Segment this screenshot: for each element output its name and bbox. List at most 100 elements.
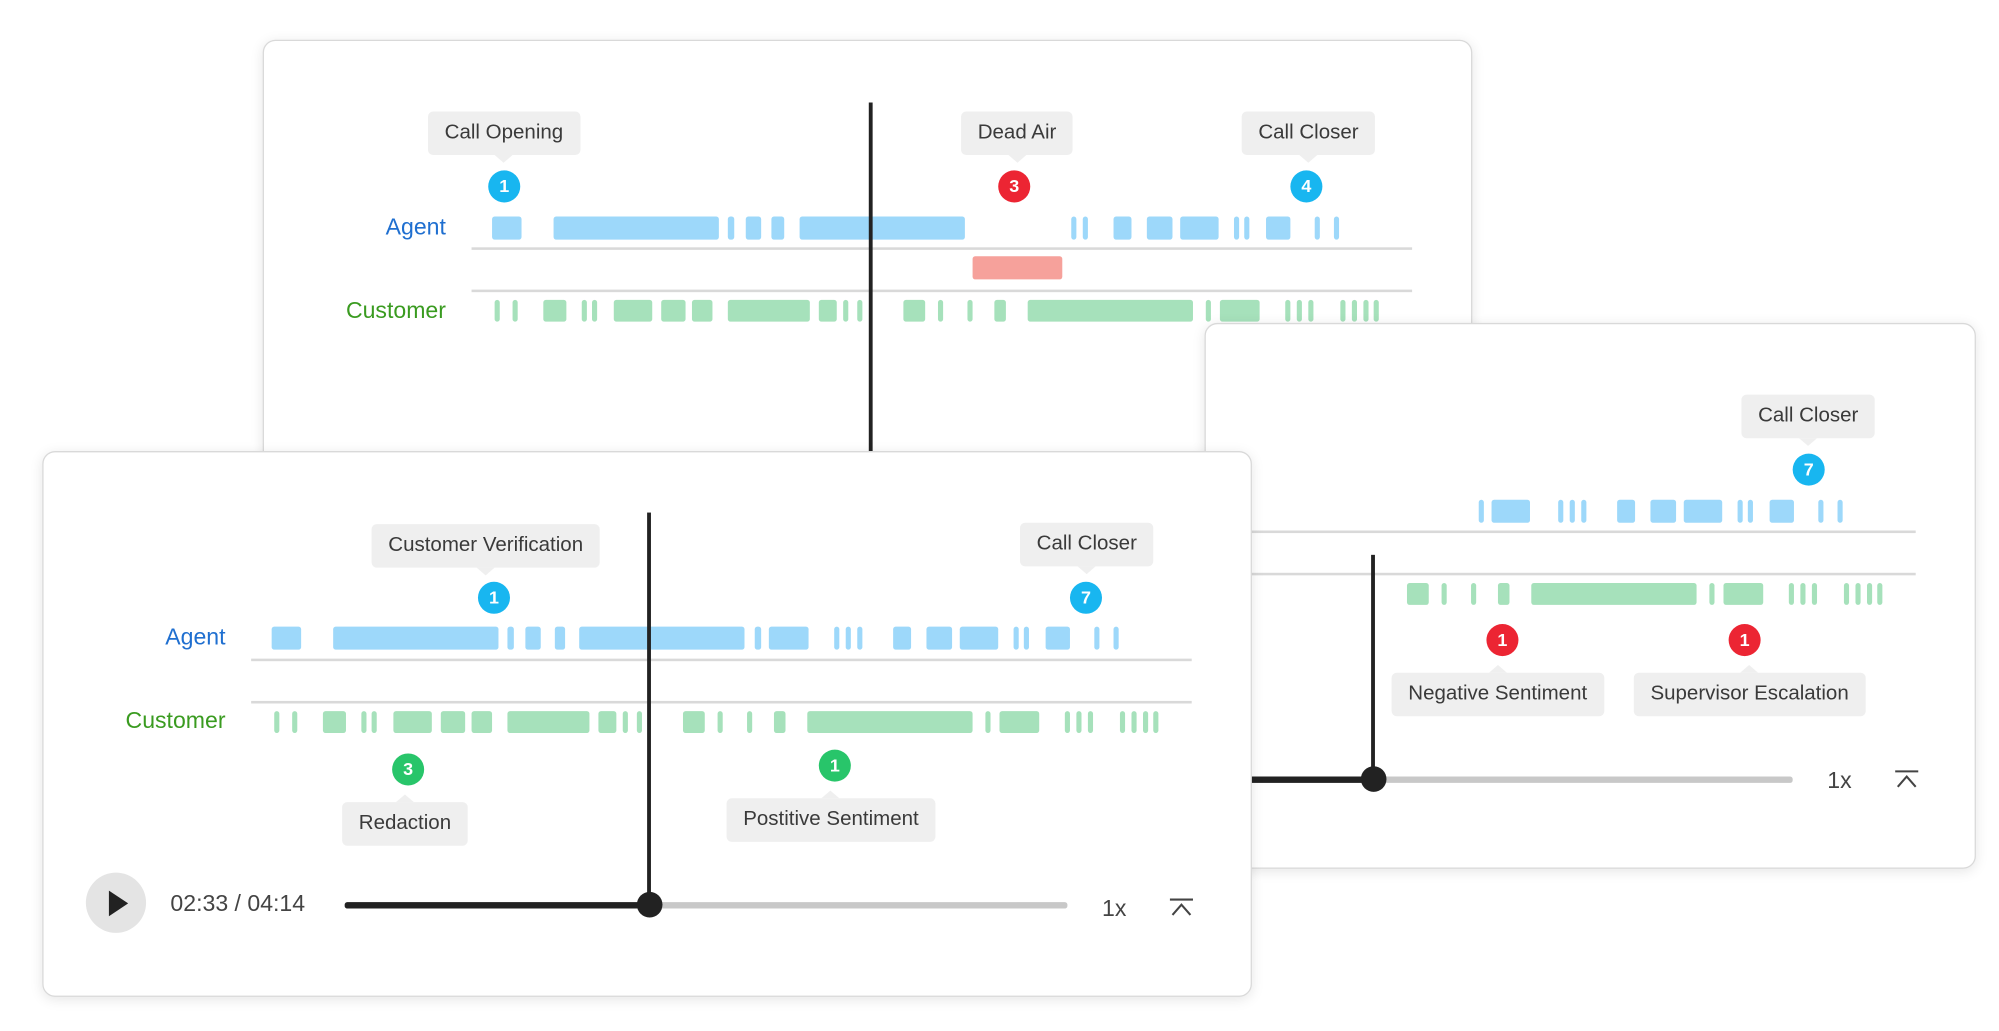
playhead-line[interactable]	[647, 512, 651, 906]
customer-speech-segment[interactable]	[1843, 583, 1850, 605]
agent-speech-segment[interactable]	[1266, 216, 1291, 240]
play-button[interactable]	[85, 872, 147, 933]
customer-speech-segment[interactable]	[773, 711, 786, 733]
customer-speech-segment[interactable]	[661, 299, 686, 322]
event-count-badge-call-closer[interactable]: 7	[1069, 581, 1103, 614]
agent-speech-segment[interactable]	[1558, 499, 1564, 523]
agent-speech-segment[interactable]	[745, 216, 762, 240]
customer-speech-segment[interactable]	[543, 299, 567, 322]
agent-speech-segment[interactable]	[926, 626, 953, 650]
agent-speech-segment[interactable]	[1747, 499, 1753, 523]
customer-speech-segment[interactable]	[937, 299, 944, 322]
agent-speech-segment[interactable]	[799, 216, 965, 240]
customer-speech-segment[interactable]	[598, 711, 617, 733]
customer-speech-segment[interactable]	[1219, 299, 1260, 322]
agent-speech-segment[interactable]	[1071, 216, 1077, 240]
agent-speech-segment[interactable]	[1314, 216, 1320, 240]
agent-speech-segment[interactable]	[834, 626, 840, 650]
agent-speech-segment[interactable]	[771, 216, 785, 240]
customer-speech-segment[interactable]	[393, 711, 432, 733]
agent-speech-segment[interactable]	[727, 216, 735, 240]
agent-speech-segment[interactable]	[1233, 216, 1240, 240]
customer-speech-segment[interactable]	[622, 711, 628, 733]
agent-speech-segment[interactable]	[768, 626, 809, 650]
agent-speech-segment[interactable]	[1333, 216, 1340, 240]
customer-speech-segment[interactable]	[1131, 711, 1137, 733]
customer-speech-segment[interactable]	[440, 711, 466, 733]
agent-speech-segment[interactable]	[1818, 499, 1824, 523]
customer-speech-segment[interactable]	[1441, 583, 1447, 605]
customer-speech-segment[interactable]	[1497, 583, 1510, 605]
event-count-badge-dead-air[interactable]: 3	[998, 170, 1031, 203]
customer-speech-segment[interactable]	[274, 711, 280, 733]
customer-speech-segment[interactable]	[1308, 299, 1314, 322]
event-label-call-closer[interactable]: Call Closer	[1241, 111, 1376, 163]
customer-speech-segment[interactable]	[636, 711, 642, 733]
agent-speech-segment[interactable]	[1180, 216, 1219, 240]
agent-speech-segment[interactable]	[1837, 499, 1843, 523]
customer-speech-segment[interactable]	[1811, 583, 1818, 605]
agent-speech-segment[interactable]	[1581, 499, 1587, 523]
customer-speech-segment[interactable]	[1531, 583, 1697, 605]
agent-speech-segment[interactable]	[1023, 626, 1029, 650]
customer-speech-segment[interactable]	[494, 299, 500, 322]
collapse-icon[interactable]	[1894, 769, 1920, 792]
event-label-call-opening[interactable]: Call Opening	[427, 111, 580, 163]
agent-speech-segment[interactable]	[1045, 626, 1070, 650]
event-label-call-closer[interactable]: Call Closer	[1019, 522, 1154, 575]
playhead-line[interactable]	[868, 102, 873, 462]
customer-speech-segment[interactable]	[843, 299, 849, 322]
event-count-badge-call-closer[interactable]: 7	[1792, 453, 1825, 486]
agent-speech-segment[interactable]	[525, 626, 541, 650]
agent-speech-segment[interactable]	[1491, 499, 1530, 523]
event-label-supervisor-escalation[interactable]: Supervisor Escalation	[1633, 665, 1866, 717]
agent-speech-segment[interactable]	[959, 626, 999, 650]
customer-speech-segment[interactable]	[727, 299, 810, 322]
collapse-icon[interactable]	[1169, 897, 1195, 920]
agent-speech-segment[interactable]	[333, 626, 499, 650]
agent-speech-segment[interactable]	[1569, 499, 1575, 523]
customer-speech-segment[interactable]	[322, 711, 346, 733]
playback-speed-button[interactable]: 1x	[1827, 767, 1852, 794]
agent-speech-segment[interactable]	[1244, 216, 1250, 240]
customer-speech-segment[interactable]	[747, 711, 753, 733]
customer-speech-segment[interactable]	[471, 711, 493, 733]
customer-speech-segment[interactable]	[985, 711, 991, 733]
customer-speech-segment[interactable]	[613, 299, 653, 322]
agent-speech-segment[interactable]	[1082, 216, 1088, 240]
agent-speech-segment[interactable]	[893, 626, 912, 650]
customer-speech-segment[interactable]	[857, 299, 863, 322]
agent-speech-segment[interactable]	[1094, 626, 1100, 650]
agent-speech-segment[interactable]	[554, 626, 566, 650]
playhead-knob[interactable]	[636, 891, 663, 918]
customer-speech-segment[interactable]	[1373, 299, 1379, 322]
customer-speech-segment[interactable]	[903, 299, 926, 322]
customer-speech-segment[interactable]	[717, 711, 723, 733]
customer-speech-segment[interactable]	[1143, 711, 1149, 733]
customer-speech-segment[interactable]	[1205, 299, 1211, 322]
customer-speech-segment[interactable]	[1471, 583, 1477, 605]
agent-speech-segment[interactable]	[1683, 499, 1723, 523]
event-count-badge-positive-sentiment[interactable]: 1	[818, 749, 851, 782]
agent-speech-segment[interactable]	[845, 626, 851, 650]
agent-speech-segment[interactable]	[754, 626, 762, 650]
event-count-badge-redaction[interactable]: 3	[392, 753, 425, 786]
event-label-customer-verification[interactable]: Customer Verification	[371, 524, 600, 576]
event-label-positive-sentiment[interactable]: Postitive Sentiment	[726, 790, 936, 842]
customer-speech-segment[interactable]	[1076, 711, 1082, 733]
customer-speech-segment[interactable]	[1027, 299, 1193, 322]
playback-scrubber-track[interactable]	[344, 902, 1068, 909]
customer-speech-segment[interactable]	[1285, 299, 1291, 322]
customer-speech-segment[interactable]	[999, 711, 1040, 733]
customer-speech-segment[interactable]	[1064, 711, 1070, 733]
customer-speech-segment[interactable]	[1723, 583, 1764, 605]
agent-speech-segment[interactable]	[1113, 216, 1132, 240]
customer-speech-segment[interactable]	[1788, 583, 1794, 605]
customer-speech-segment[interactable]	[592, 299, 598, 322]
agent-speech-segment[interactable]	[1737, 499, 1743, 523]
customer-speech-segment[interactable]	[818, 299, 837, 322]
customer-speech-segment[interactable]	[1866, 583, 1873, 605]
customer-speech-segment[interactable]	[1296, 299, 1302, 322]
customer-speech-segment[interactable]	[691, 299, 713, 322]
agent-speech-segment[interactable]	[1013, 626, 1019, 650]
